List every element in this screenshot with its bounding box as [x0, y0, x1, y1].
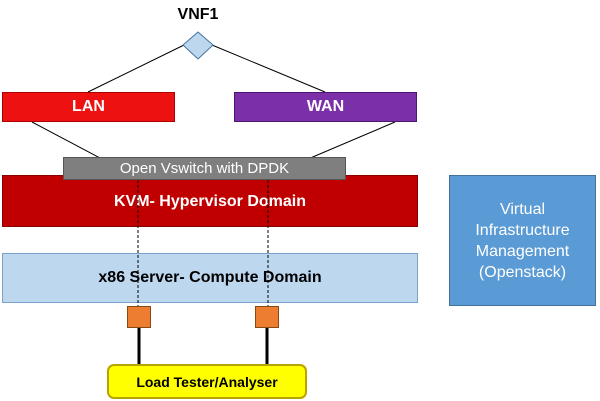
- x86-label: x86 Server- Compute Domain: [98, 269, 322, 286]
- load-tester-box: Load Tester/Analyser: [107, 364, 307, 399]
- vim-line-4: (Openstack): [478, 263, 567, 281]
- tester-label: Load Tester/Analyser: [136, 373, 278, 390]
- lan-label: LAN: [72, 98, 105, 115]
- vim-line-1: Virtual: [499, 200, 546, 218]
- left-port: [127, 306, 151, 328]
- ovs-label: Open Vswitch with DPDK: [119, 160, 290, 177]
- vim-line-2: Infrastructure: [475, 221, 570, 239]
- kvm-hypervisor-box: KVM- Hypervisor Domain: [2, 175, 418, 227]
- vnf-title: VNF1: [177, 6, 219, 23]
- vim-line-3: Management: [475, 242, 570, 260]
- vim-box: Virtual Infrastructure Management (Opens…: [449, 175, 596, 306]
- vnf-to-lan-line: [87, 44, 185, 93]
- lan-box: LAN: [2, 92, 175, 122]
- vnf-to-wan-line: [211, 44, 326, 93]
- kvm-label: KVM- Hypervisor Domain: [113, 193, 307, 210]
- wan-box: WAN: [234, 92, 417, 122]
- ovs-box: Open Vswitch with DPDK: [63, 157, 346, 180]
- wan-label: WAN: [306, 98, 345, 115]
- vnf-diamond-icon: [182, 31, 214, 60]
- right-port: [255, 306, 279, 328]
- x86-compute-box: x86 Server- Compute Domain: [2, 253, 418, 303]
